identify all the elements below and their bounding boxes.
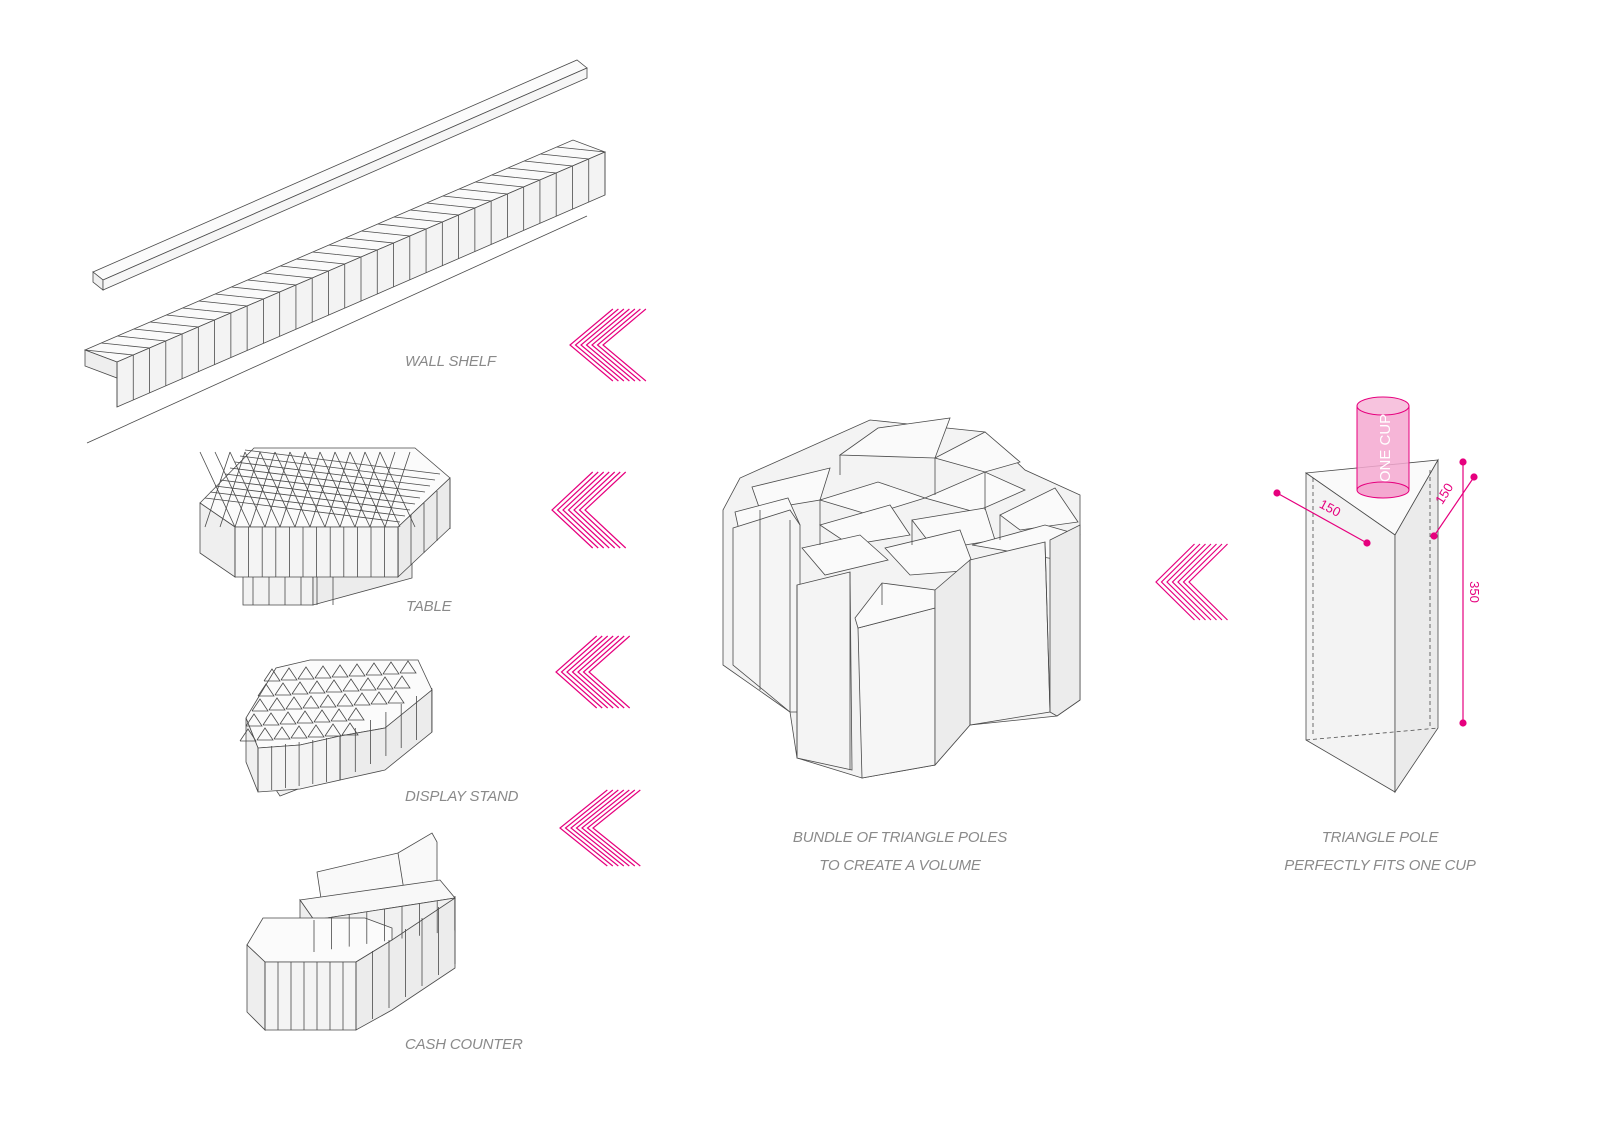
- pole-caption-line-1: TRIANGLE POLE: [1321, 829, 1439, 846]
- bundle-caption-line-1: BUNDLE OF TRIANGLE POLES: [792, 829, 1008, 846]
- triangle-pole-drawing: [1304, 458, 1439, 794]
- table-label: TABLE: [406, 598, 452, 615]
- pole-bundle-drawing: [722, 417, 1081, 779]
- dimension-label-height: 350: [1467, 581, 1482, 603]
- cup-label: ONE CUP: [1377, 414, 1394, 482]
- wall-shelf-label: WALL SHELF: [405, 353, 496, 370]
- cash-counter-drawing: [246, 832, 456, 1031]
- display-stand-drawing: [239, 659, 433, 797]
- wall-shelf-drawing: [83, 59, 607, 444]
- chevron-arrows: [551, 308, 1228, 867]
- pole-caption-line-2: PERFECTLY FITS ONE CUP: [1284, 857, 1476, 874]
- cup-drawing: [1356, 396, 1410, 499]
- bundle-caption-line-2: TO CREATE A VOLUME: [819, 857, 981, 874]
- dimension-lines: [1273, 458, 1478, 727]
- bundle-caption: BUNDLE OF TRIANGLE POLES TO CREATE A VOL…: [793, 824, 1007, 880]
- table-drawing: [199, 447, 451, 606]
- display-stand-label: DISPLAY STAND: [405, 788, 519, 805]
- pole-caption: TRIANGLE POLE PERFECTLY FITS ONE CUP: [1284, 824, 1476, 880]
- cash-counter-label: CASH COUNTER: [405, 1036, 523, 1053]
